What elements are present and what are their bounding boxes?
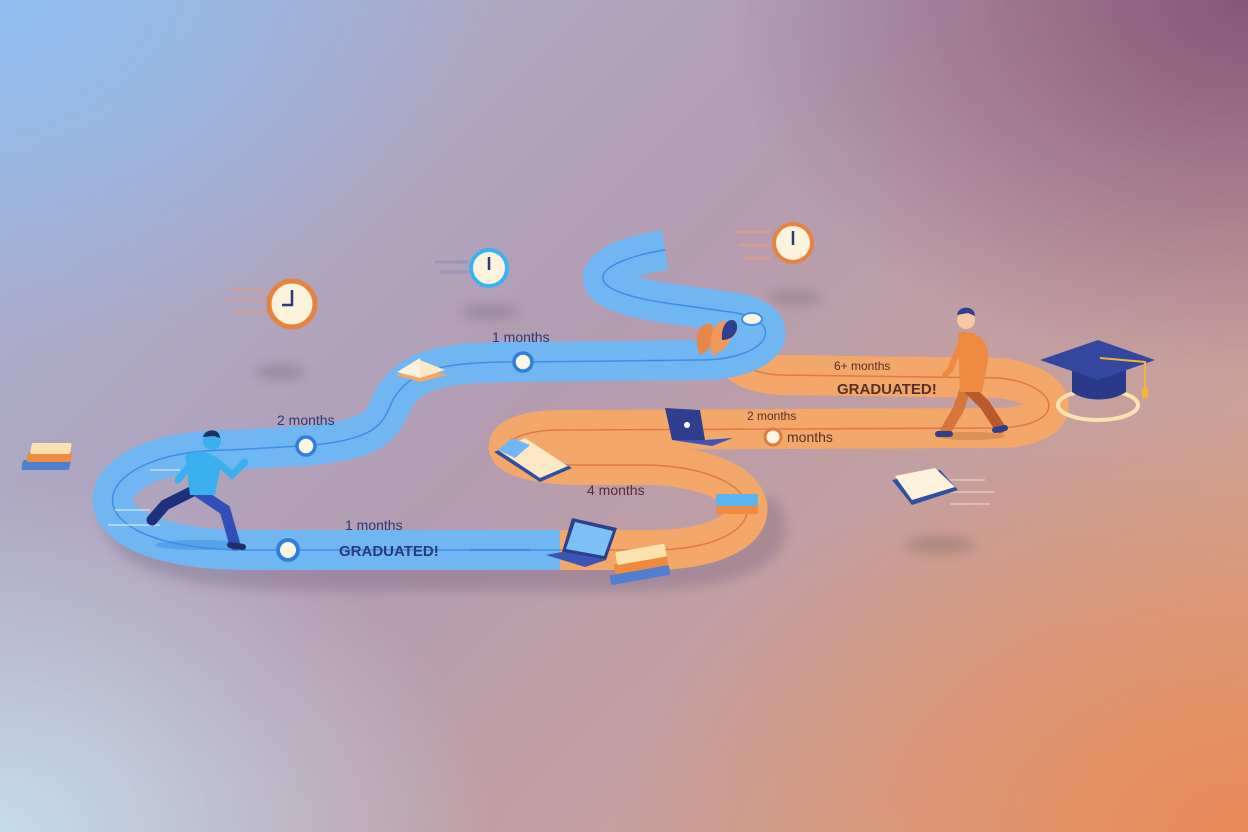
clock-icon <box>435 248 509 288</box>
laptop-icon <box>546 518 617 567</box>
milestone-label: 6+ months <box>834 359 891 373</box>
fast-track <box>92 230 786 570</box>
milestone-label: 1 months <box>492 329 550 345</box>
milestone-label: 1 months <box>345 517 403 533</box>
clock-icon <box>225 278 318 330</box>
plant-icon <box>696 320 738 355</box>
milestone-marker <box>512 351 534 373</box>
laptop-icon <box>665 408 733 446</box>
book-stack-icon <box>716 494 758 514</box>
graduation-cap-icon <box>1040 340 1155 422</box>
book-stack-icon <box>21 443 72 470</box>
milestone-marker <box>763 427 783 447</box>
flying-book-icon <box>892 468 995 505</box>
book-stack-icon <box>609 543 671 585</box>
milestone-label: months <box>787 429 833 445</box>
clock-icon <box>735 222 814 264</box>
milestone-marker <box>741 312 763 326</box>
milestone-label: 2 months <box>277 412 335 428</box>
running-student-figure <box>108 430 249 551</box>
milestone-label: 4 months <box>587 482 645 498</box>
milestone-marker <box>276 538 300 562</box>
open-book-icon <box>395 358 448 382</box>
walking-student-figure <box>935 307 1008 440</box>
graduated-label: GRADUATED! <box>837 381 937 398</box>
milestone-label: 2 months <box>747 409 797 423</box>
graduated-label: GRADUATED! <box>339 543 439 560</box>
open-book-icon <box>494 438 572 482</box>
milestone-marker <box>295 435 317 457</box>
